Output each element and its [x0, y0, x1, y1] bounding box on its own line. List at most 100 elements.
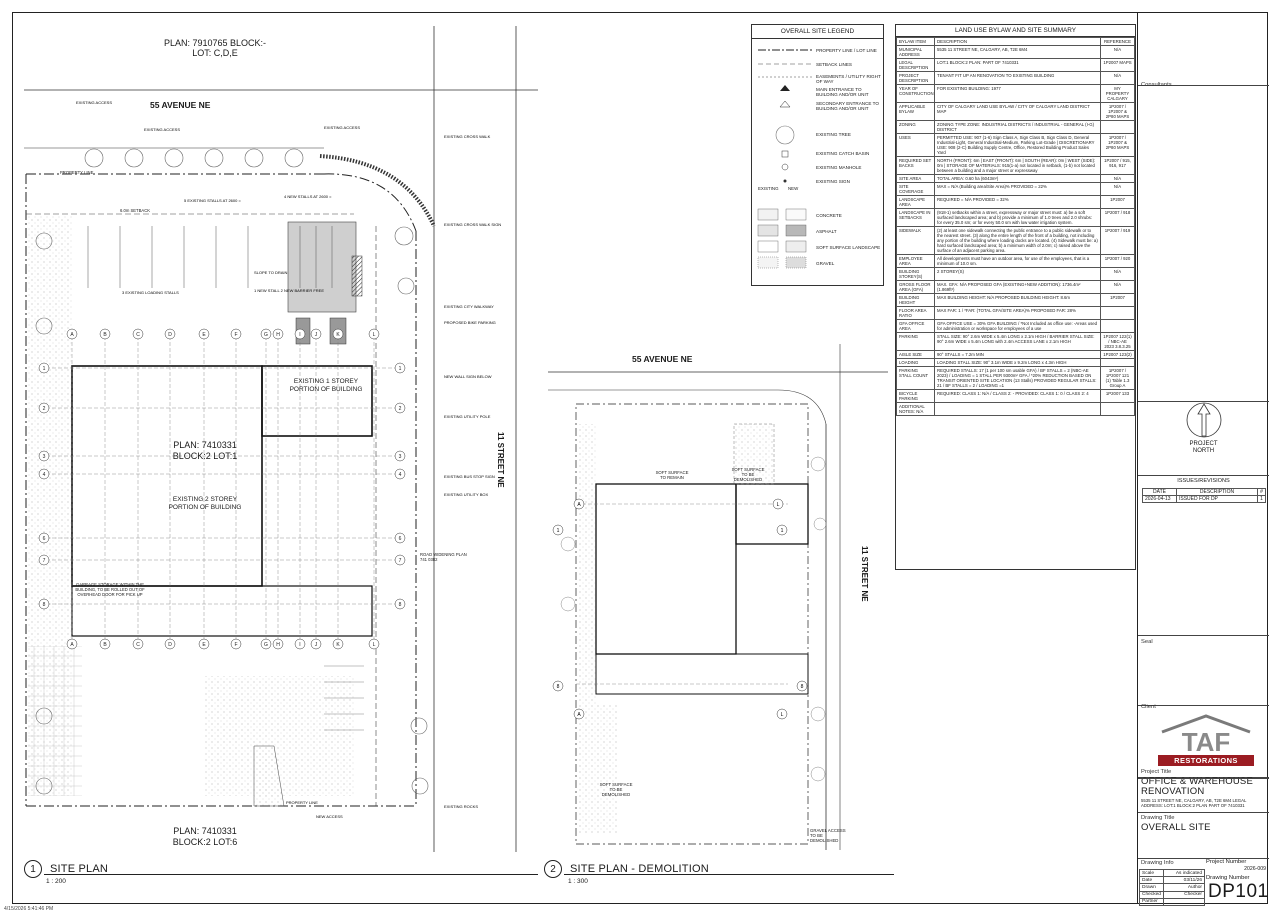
summary-item: BICYCLE PARKING: [896, 389, 935, 403]
legend-item: SOFT SURFACE LANDSCAPE: [816, 245, 881, 250]
grid-row-label: 4: [399, 472, 402, 478]
grid-col-bubble: [198, 638, 210, 650]
summary-reference: 1P2007: [1100, 293, 1135, 307]
issue-number: 1: [1257, 495, 1266, 503]
site-plan-scale: 1 : 200: [46, 878, 66, 885]
summary-reference: [1100, 402, 1135, 416]
property-line-label: PROPERTY LINE: [60, 170, 94, 175]
drawing-title: OVERALL SITE: [1141, 822, 1211, 833]
demo-plan-scale: 1 : 300: [568, 878, 588, 885]
summary-reference: MY PROPERTY CALGARY: [1100, 84, 1135, 103]
checked-value: Checker: [1163, 890, 1205, 899]
grid-col-label: L: [373, 332, 376, 338]
summary-reference: 1P2007: [1100, 195, 1135, 209]
grid-col-bubble: [272, 638, 284, 650]
grid-col-bubble: [332, 328, 344, 340]
site-plan-rule: [44, 874, 538, 875]
checked-label: Checked: [1139, 890, 1164, 899]
summary-reference: N/A: [1100, 71, 1135, 85]
grid-col-label: E: [202, 642, 206, 648]
summary-description: LOT:1 BLOCK:2 PLAN: PART OF 7410331: [934, 58, 1101, 72]
summary-description: 2 STOREY(S): [934, 267, 1101, 281]
summary-row: BUILDING STOREY(S)2 STOREY(S)N/A: [896, 267, 1135, 281]
legend-symbols: [757, 49, 812, 269]
grid-row-bubble: [394, 450, 406, 462]
legend-item: SECONDARY ENTRANCE TO BUILDING AND/OR UN…: [816, 101, 879, 112]
tb-consultants: [1138, 86, 1269, 402]
top-plan-label: PLAN: 7910765 BLOCK:-LOT: C,D,E: [163, 38, 267, 58]
tb-top-blank: [1138, 12, 1269, 86]
svg-text:EXISTING BUS STOP SIGN: EXISTING BUS STOP SIGN: [444, 474, 495, 479]
grid-row-label: 2: [399, 406, 402, 412]
grid-col-label: J: [315, 642, 318, 648]
svg-text:EXISTING CITY WALKWAY: EXISTING CITY WALKWAY: [444, 304, 494, 309]
consultants-label: Consultants: [1141, 82, 1172, 88]
grid-row-label: 4: [43, 472, 46, 478]
legend-item: EXISTING MANHOLE: [816, 165, 862, 170]
demo-avenue-label: 55 AVENUE NE: [632, 354, 693, 364]
summary-description: REQUIRED STALLS: 17 (1 per 100 sm usable…: [934, 366, 1101, 390]
grid-col-label: J: [315, 332, 318, 338]
svg-text:8: 8: [801, 684, 804, 690]
grid-col-label: G: [264, 642, 268, 648]
tb-client: [1138, 706, 1269, 778]
summary-reference: N/A: [1100, 174, 1135, 183]
summary-reference: 1P2007 MAPS: [1100, 58, 1135, 72]
summary-item: FLOOR AREA RATIO: [896, 306, 935, 320]
summary-description: NORTH (FRONT): 6m | EAST (FRONT): 6m | S…: [934, 156, 1101, 175]
taf-logo-icon: TAF: [1161, 714, 1251, 754]
site-legend: OVERALL SITE LEGEND EXISTING NEW PROPERT…: [751, 24, 884, 286]
legend-item: MAIN ENTRANCE TO BUILDING AND/OR UNIT: [816, 87, 869, 98]
grid-row-bubble: [38, 532, 50, 544]
summary-description: PERMITTED USE: 907 (1-6) Sign Class A, S…: [934, 133, 1101, 157]
project-address: 5535 11 STREET NE, CALGARY, AB, T2E 6M4 …: [1141, 798, 1247, 808]
grid-row-label: 8: [43, 602, 46, 608]
site-plan-title: 1 SITE PLAN: [24, 860, 108, 878]
grid-col-bubble: [132, 328, 144, 340]
scale-label: Scale: [1139, 868, 1164, 878]
grid-col-bubble: [260, 328, 272, 340]
summary-description: REQUIRED: CLASS 1: N/A / CLASS 2: - PROV…: [934, 389, 1101, 403]
grid-col-bubble: [294, 638, 306, 650]
svg-text:EXISTING ROCKS: EXISTING ROCKS: [444, 804, 478, 809]
summary-item: PARKING STALL COUNT: [896, 366, 935, 390]
grid-col-label: I: [299, 332, 300, 338]
grid-row-bubble: [38, 468, 50, 480]
summary-reference: [1100, 358, 1135, 367]
svg-text:EXISTING ACCESS: EXISTING ACCESS: [144, 127, 180, 132]
grid-row-bubble: [38, 554, 50, 566]
svg-text:EXISTING ACCESS: EXISTING ACCESS: [76, 100, 112, 105]
summary-reference: 1P2007 / 1P2007 & 2P80 MAPS: [1100, 102, 1135, 121]
summary-header-description: DESCRIPTION: [934, 37, 1101, 46]
project-title-label: Project Title: [1141, 769, 1172, 775]
drawing-number-label: Drawing Number: [1206, 875, 1250, 881]
summary-row: LANDSCAPE IN SETBACKS(918-1) setbacks wi…: [896, 208, 1135, 227]
grid-row-bubble: [394, 532, 406, 544]
project-title: OFFICE & WAREHOUSE RENOVATION: [1141, 776, 1253, 797]
date-label: Date: [1139, 876, 1164, 885]
legend-item: EASEMENTS / UTILITY RIGHT OF WAY: [816, 74, 881, 85]
svg-text:A: A: [577, 712, 581, 718]
scale-value: As indicated: [1163, 868, 1205, 878]
grid-row-bubble: [394, 554, 406, 566]
land-use-summary: LAND USE BYLAW AND SITE SUMMARY BYLAW IT…: [895, 24, 1136, 570]
svg-text:1 NEW STALL 2 NEW BARRIER FREE: 1 NEW STALL 2 NEW BARRIER FREE: [254, 288, 324, 293]
print-stamp: 4/15/2026 5:41:46 PM: [4, 906, 54, 912]
summary-reference: [1100, 319, 1135, 333]
svg-text:EXISTING CROSS WALK: EXISTING CROSS WALK: [444, 134, 491, 139]
grid-col-bubble: [66, 638, 78, 650]
summary-reference: 1P2007 / 918: [1100, 208, 1135, 227]
summary-reference: N/A: [1100, 280, 1135, 294]
drawn-value: Author: [1163, 883, 1205, 892]
grid-col-label: C: [136, 332, 140, 338]
